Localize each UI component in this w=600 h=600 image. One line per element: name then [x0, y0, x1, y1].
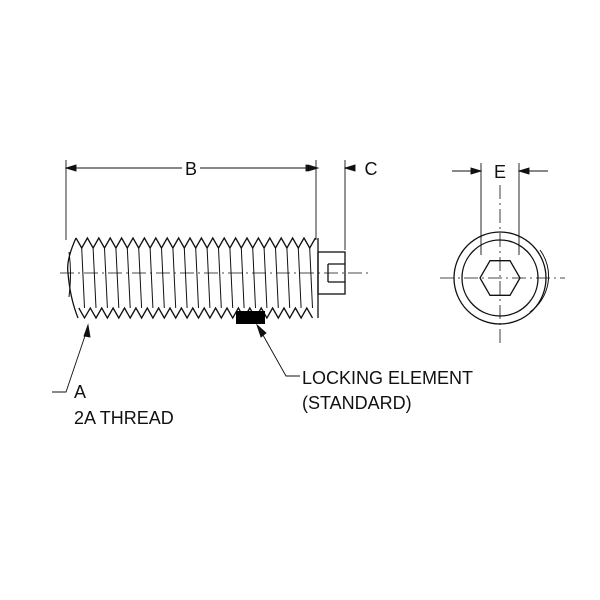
thread-flank-line	[252, 247, 256, 309]
thread-flank-line	[240, 247, 245, 309]
locking-callout-line1: LOCKING ELEMENT	[302, 368, 473, 388]
thread-flank-line	[229, 247, 234, 309]
thread-flank-line	[195, 247, 199, 309]
thread-flank-line	[206, 247, 211, 309]
thread-flank-line	[92, 247, 97, 309]
locking-element	[236, 311, 265, 324]
chamfer-end	[67, 237, 79, 319]
plunger-tip	[317, 251, 346, 295]
thread-flank-line	[218, 247, 222, 309]
thread-callout-line2: 2A THREAD	[74, 408, 174, 428]
thread-top-profile	[75, 236, 316, 250]
thread-body	[75, 236, 316, 320]
thread-flank-line	[138, 247, 143, 309]
thread-flank-line	[286, 247, 291, 309]
thread-flank-line	[81, 247, 85, 309]
thread-flank-line	[183, 247, 188, 309]
locking-callout-line2: (STANDARD)	[302, 393, 412, 413]
thread-flank-line	[104, 247, 108, 309]
dimension-e-label: E	[494, 162, 506, 182]
thread-flank-line	[263, 247, 268, 309]
hex-socket	[479, 260, 521, 296]
dimension-c-label: C	[365, 159, 378, 179]
thread-flank-line	[115, 247, 120, 309]
end-view	[440, 185, 565, 345]
locking-leader	[256, 323, 300, 377]
dimension-c	[300, 160, 356, 250]
dimension-e	[452, 163, 548, 255]
thread-flank-line	[297, 247, 302, 309]
thread-flank-line	[172, 247, 177, 309]
thread-flank-line	[126, 247, 131, 309]
thread-flank-line	[161, 247, 165, 309]
thread-flank-line	[309, 247, 313, 309]
thread-leader	[52, 323, 91, 393]
dimension-b-label: B	[185, 159, 197, 179]
thread-bottom-profile	[78, 306, 314, 320]
thread-flank-line	[149, 247, 154, 309]
thread-callout-line1: A	[74, 382, 86, 402]
thread-flank-line	[275, 247, 279, 309]
end-view-thread-arc	[529, 249, 550, 313]
